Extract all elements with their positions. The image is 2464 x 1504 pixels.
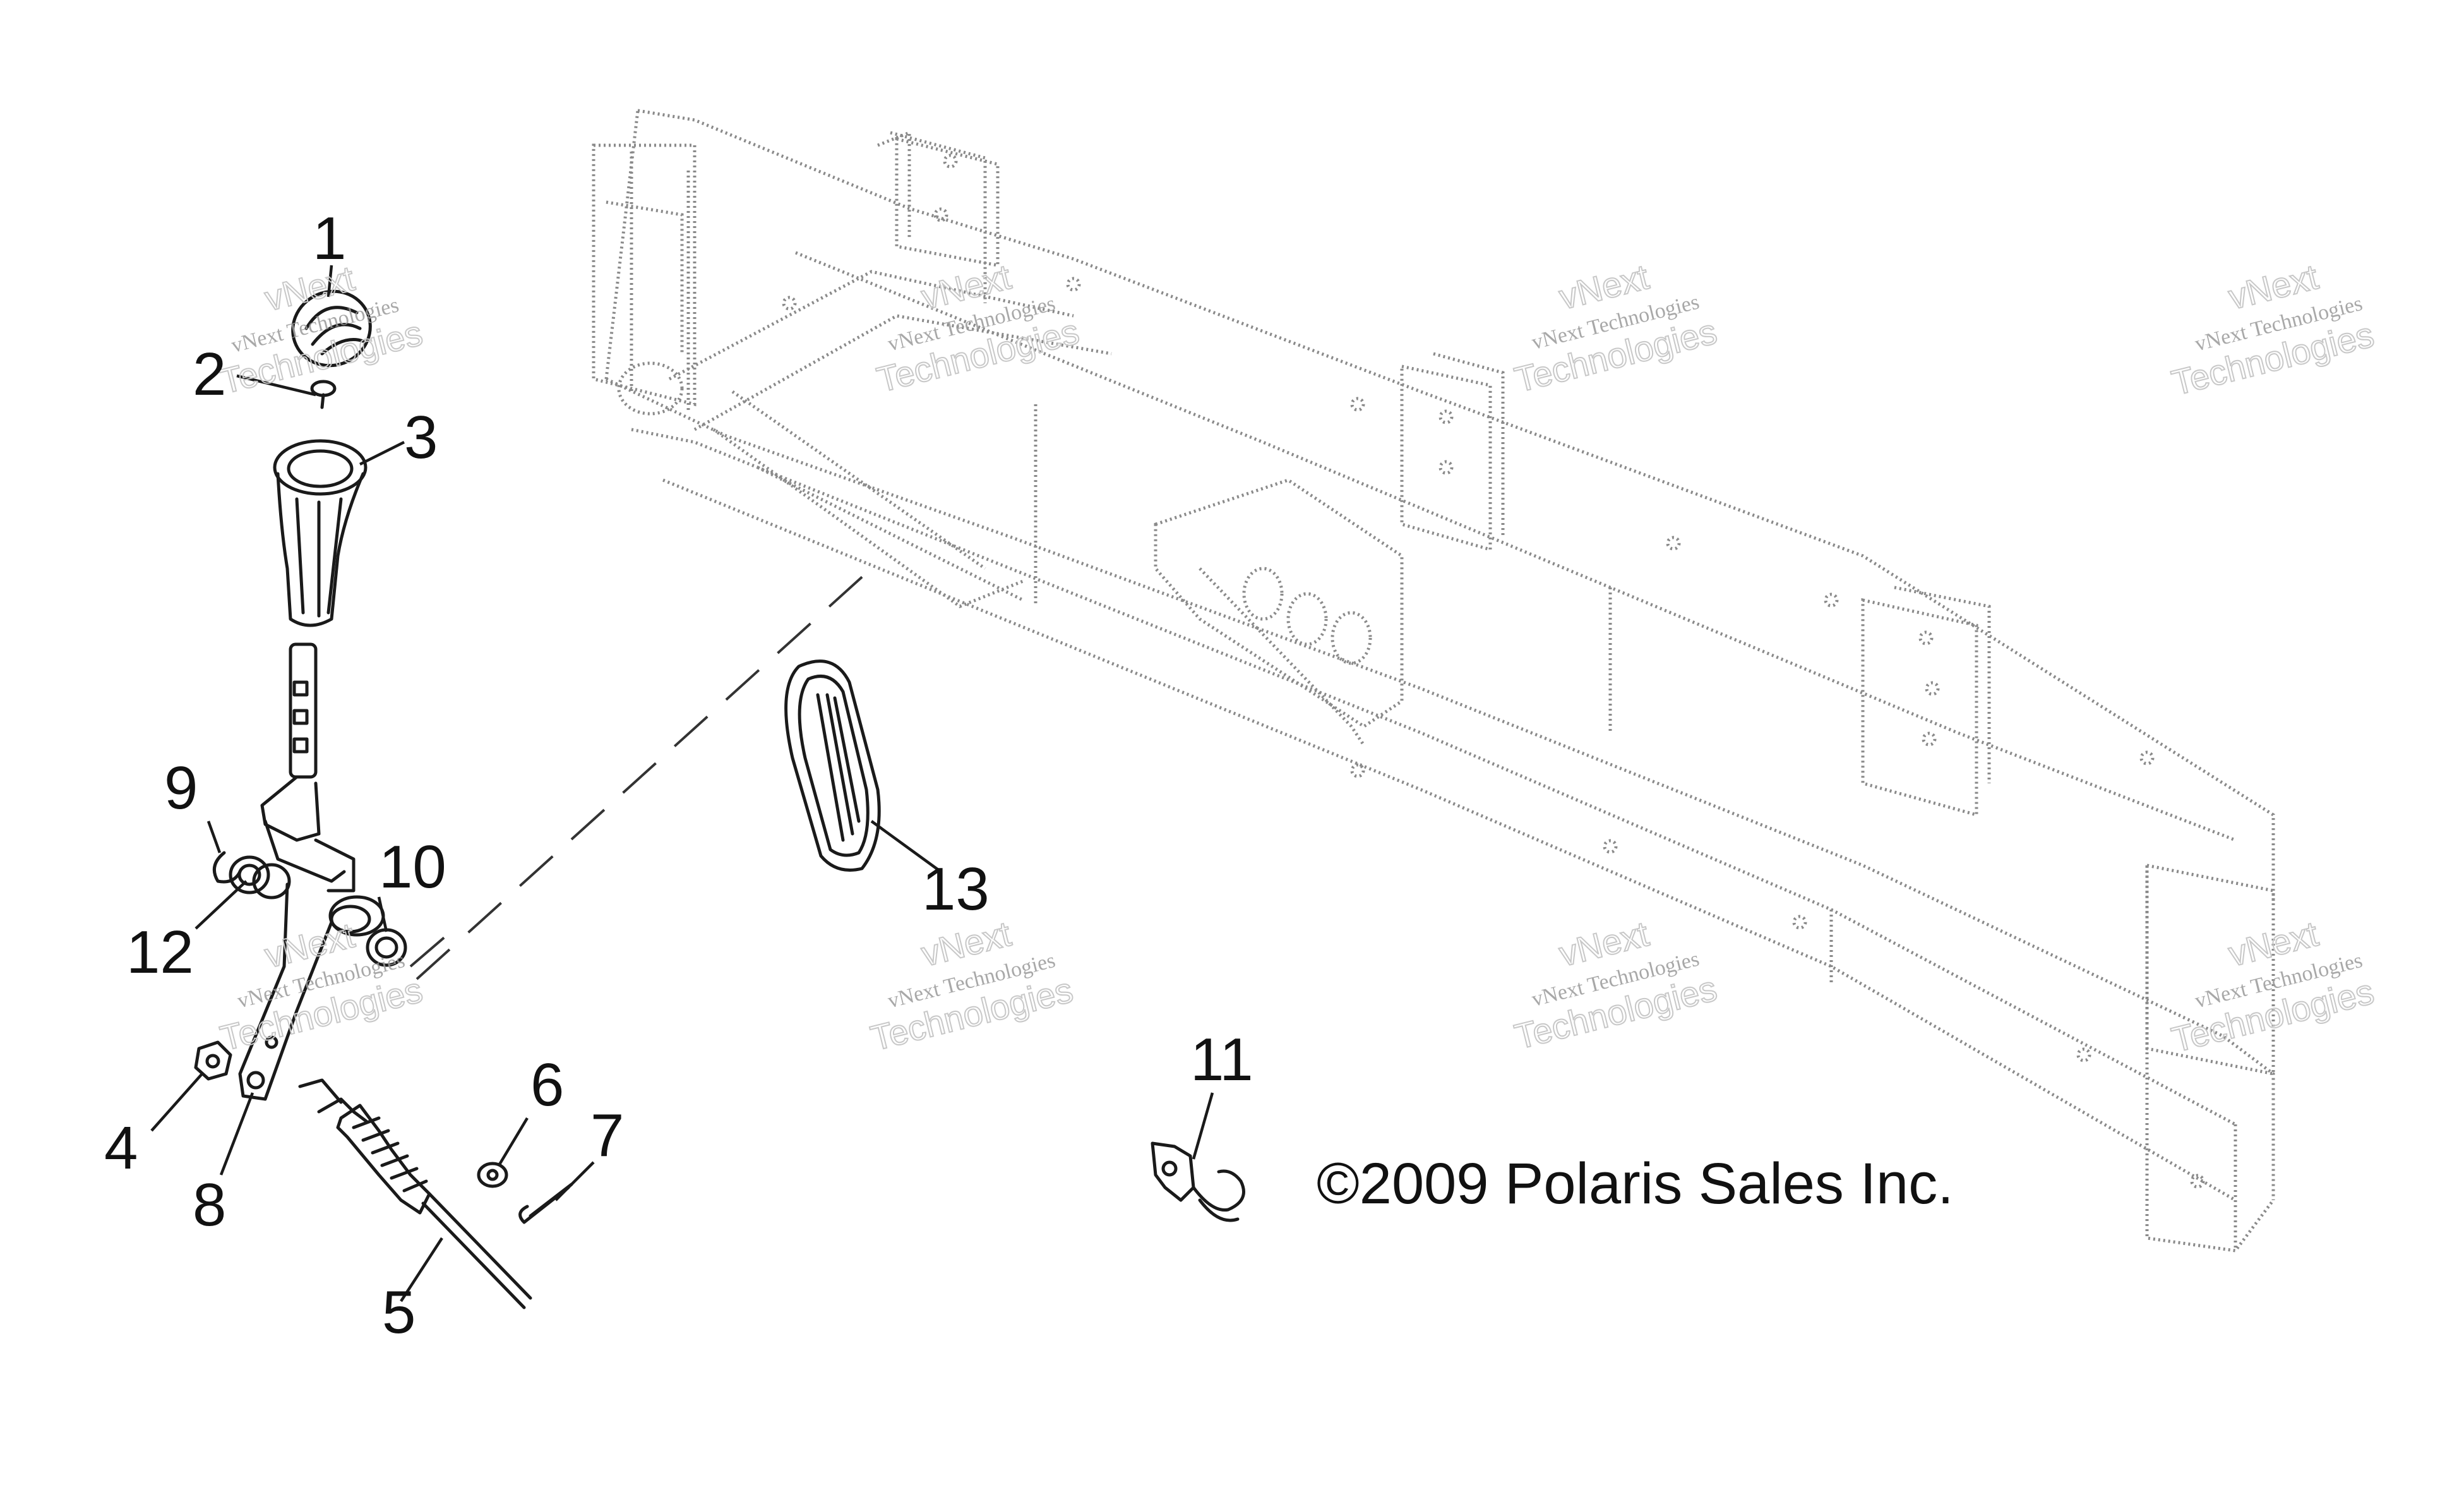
cotter-pin-7 (518, 1182, 573, 1224)
callout-8: 8 (193, 1171, 226, 1239)
callout-1: 1 (313, 205, 346, 272)
callout-7: 7 (590, 1102, 624, 1169)
nut-4 (194, 1040, 232, 1081)
callout-2: 2 (193, 340, 226, 408)
callout-10: 10 (379, 833, 446, 901)
vehicle-frame (592, 109, 2275, 1253)
callout-9: 9 (164, 754, 198, 822)
callout-13: 13 (922, 855, 990, 923)
bushing-12 (229, 855, 291, 899)
shift-knob-handle (273, 439, 368, 627)
leader-lines (150, 265, 1214, 1302)
watermark-group-7: vNext vNext Technologies Technologies (1510, 913, 1721, 1057)
copyright-notice: ©2009 Polaris Sales Inc. (1317, 1152, 1954, 1216)
screw-part (310, 380, 337, 409)
shift-knob-cap (291, 289, 372, 368)
shift-cable (298, 1078, 532, 1309)
e-clip (212, 851, 242, 884)
callout-12: 12 (126, 918, 194, 986)
watermark-group-2: vNext vNext Technologies Technologies (872, 256, 1083, 400)
clamp-11 (1151, 1141, 1245, 1222)
watermark-group-4: vNext vNext Technologies Technologies (2167, 256, 2378, 404)
assembly-line (416, 567, 873, 980)
callout-4: 4 (104, 1114, 138, 1182)
callout-labels: 1 2 3 4 5 6 7 8 9 10 11 12 13 (104, 205, 1253, 1346)
watermark-group-5: vNext vNext Technologies Technologies (216, 914, 427, 1059)
shift-lever (238, 642, 385, 1101)
watermark-group-3: vNext vNext Technologies Technologies (1510, 256, 1721, 400)
washer-6 (477, 1162, 508, 1188)
watermark-group-8: vNext vNext Technologies Technologies (2167, 913, 2378, 1061)
callout-6: 6 (530, 1051, 564, 1119)
callout-3: 3 (404, 404, 438, 471)
watermark-group-6: vNext vNext Technologies Technologies (866, 913, 1077, 1059)
boot-seal-13 (784, 659, 881, 872)
assembly-line-short (409, 927, 456, 968)
callout-5: 5 (382, 1278, 416, 1346)
callout-11: 11 (1190, 1026, 1253, 1093)
